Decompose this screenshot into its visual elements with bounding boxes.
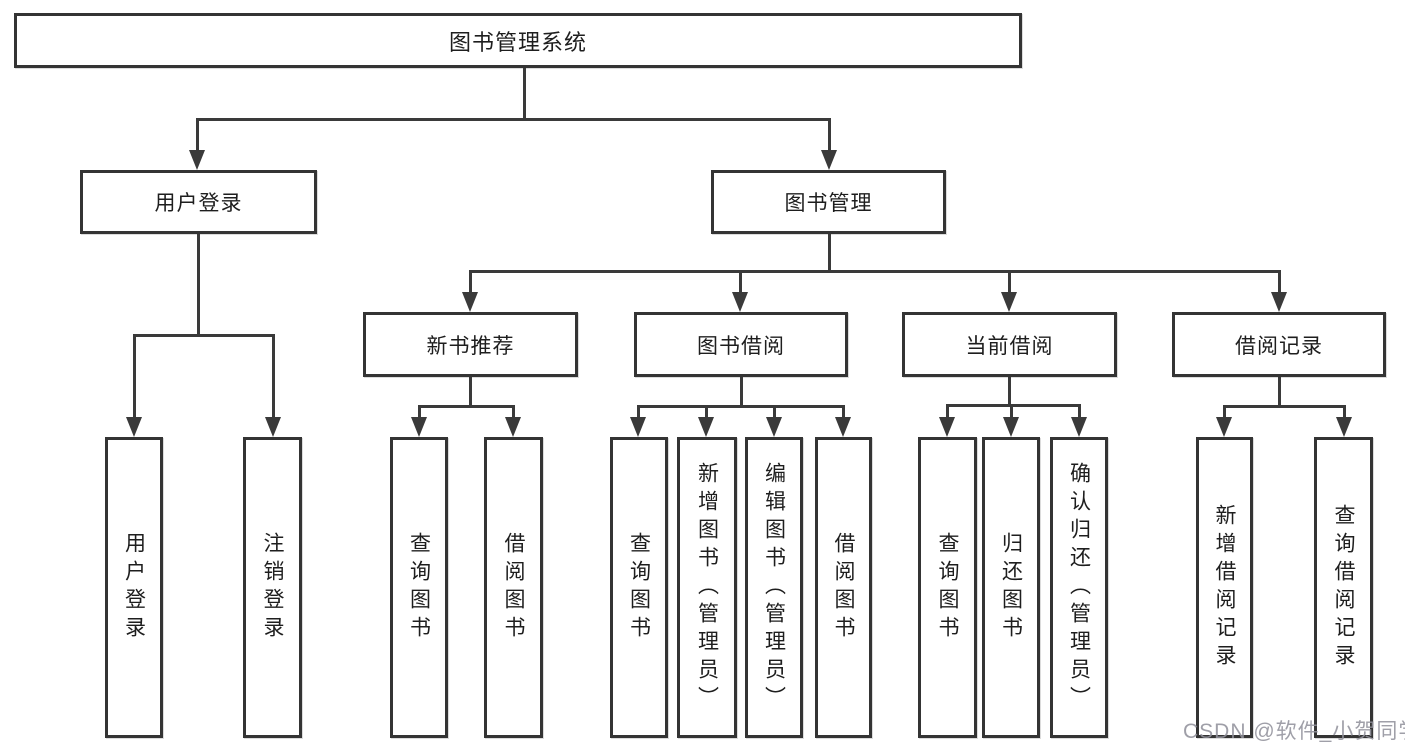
node-leaf-borrow-books-2: 借阅图书 bbox=[815, 437, 872, 738]
node-current-borrowing: 当前借阅 bbox=[902, 312, 1117, 377]
node-leaf-borrow-books-1: 借阅图书 bbox=[484, 437, 543, 738]
node-label: 注销登录 bbox=[261, 531, 284, 644]
arrow-down-icon bbox=[505, 417, 521, 437]
node-label: 编辑图书（管理员） bbox=[762, 461, 786, 714]
connector-bus-book-borrow bbox=[637, 405, 845, 408]
node-label: 查询图书 bbox=[407, 531, 431, 644]
connector-bus-borrow-records bbox=[1223, 405, 1345, 408]
arrow-down-icon bbox=[630, 417, 646, 437]
node-label: 借阅图书 bbox=[832, 531, 855, 644]
node-label: 确认归还（管理员） bbox=[1067, 461, 1091, 714]
node-user-login: 用户登录 bbox=[80, 170, 317, 234]
node-book-management: 图书管理 bbox=[711, 170, 946, 234]
node-leaf-confirm-return-admin: 确认归还（管理员） bbox=[1050, 437, 1108, 738]
connector-drop-user-login bbox=[196, 118, 199, 152]
node-label: 查询图书 bbox=[627, 531, 651, 644]
node-book-borrowing: 图书借阅 bbox=[634, 312, 848, 377]
connector-drop-book-management bbox=[828, 118, 831, 152]
arrow-down-icon bbox=[939, 417, 955, 437]
connector-drop-leaf bbox=[773, 405, 776, 417]
node-label: 用户登录 bbox=[122, 531, 146, 644]
node-leaf-query-books-3: 查询图书 bbox=[918, 437, 977, 738]
connector-bus-user-login bbox=[133, 334, 275, 337]
arrow-down-icon bbox=[1003, 417, 1019, 437]
arrow-down-icon bbox=[821, 150, 837, 170]
connector-drop-leaf bbox=[705, 405, 708, 417]
node-leaf-query-books-1: 查询图书 bbox=[390, 437, 448, 738]
node-label: 借阅记录 bbox=[1235, 334, 1323, 358]
node-label: 当前借阅 bbox=[965, 334, 1054, 358]
node-leaf-edit-book-admin: 编辑图书（管理员） bbox=[745, 437, 803, 738]
arrow-down-icon bbox=[732, 292, 748, 312]
connector-stem-current-borrow bbox=[1008, 377, 1011, 407]
arrow-down-icon bbox=[1271, 292, 1287, 312]
node-borrowing-records: 借阅记录 bbox=[1172, 312, 1386, 377]
connector-drop-leaf bbox=[1078, 404, 1081, 417]
node-book-management-system: 图书管理系统 bbox=[14, 13, 1022, 68]
arrow-down-icon bbox=[1216, 417, 1232, 437]
node-new-book-recommendation: 新书推荐 bbox=[363, 312, 578, 377]
arrow-down-icon bbox=[1001, 292, 1017, 312]
node-label: 归还图书 bbox=[999, 531, 1023, 644]
node-label: 借阅图书 bbox=[502, 531, 525, 644]
node-label: 用户登录 bbox=[154, 192, 243, 215]
node-label: 图书管理系统 bbox=[448, 29, 587, 55]
node-leaf-user-login: 用户登录 bbox=[105, 437, 163, 738]
connector-bus-new-books bbox=[418, 405, 515, 408]
arrow-down-icon bbox=[462, 292, 478, 312]
connector-drop-leaf bbox=[512, 405, 515, 417]
connector-drop-leaf bbox=[1010, 404, 1013, 417]
node-label: 查询借阅记录 bbox=[1332, 503, 1355, 672]
node-leaf-add-borrow-record: 新增借阅记录 bbox=[1196, 437, 1253, 738]
arrow-down-icon bbox=[1071, 417, 1087, 437]
arrow-down-icon bbox=[189, 150, 205, 170]
connector-drop-login-leaf bbox=[133, 334, 136, 417]
connector-stem-new-books bbox=[469, 377, 472, 408]
connector-stem-user-login bbox=[197, 234, 200, 337]
connector-stem-root bbox=[523, 68, 526, 121]
connector-drop-new-books bbox=[469, 270, 472, 292]
connector-bus-book-management bbox=[469, 270, 1281, 273]
connector-stem-borrow-records bbox=[1278, 377, 1281, 408]
node-leaf-return-book: 归还图书 bbox=[982, 437, 1040, 738]
node-leaf-logout: 注销登录 bbox=[243, 437, 302, 738]
node-label: 新书推荐 bbox=[426, 334, 515, 358]
node-label: 图书借阅 bbox=[697, 334, 785, 358]
connector-drop-leaf bbox=[637, 405, 640, 417]
connector-bus-root bbox=[196, 118, 831, 121]
arrow-down-icon bbox=[265, 417, 281, 437]
csdn-watermark: CSDN @软件_小贺同学 bbox=[1183, 720, 1405, 743]
connector-drop-logout-leaf bbox=[272, 334, 275, 417]
node-label: 新增借阅记录 bbox=[1213, 503, 1236, 672]
connector-stem-book-management bbox=[828, 234, 831, 273]
arrow-down-icon bbox=[1336, 417, 1352, 437]
connector-drop-borrow-records bbox=[1278, 270, 1281, 292]
node-leaf-query-books-2: 查询图书 bbox=[610, 437, 668, 738]
connector-drop-leaf bbox=[946, 404, 949, 417]
arrow-down-icon bbox=[126, 417, 142, 437]
arrow-down-icon bbox=[835, 417, 851, 437]
connector-bus-current-borrow bbox=[946, 404, 1080, 407]
node-label: 图书管理 bbox=[784, 192, 873, 215]
connector-drop-leaf bbox=[842, 405, 845, 417]
connector-drop-current-borrow bbox=[1008, 270, 1011, 292]
node-leaf-add-book-admin: 新增图书（管理员） bbox=[677, 437, 737, 738]
node-label: 查询图书 bbox=[936, 531, 959, 644]
node-leaf-query-borrow-record: 查询借阅记录 bbox=[1314, 437, 1373, 738]
connector-drop-leaf bbox=[1343, 405, 1346, 417]
connector-drop-leaf bbox=[418, 405, 421, 417]
connector-drop-leaf bbox=[1223, 405, 1226, 417]
connector-stem-book-borrow bbox=[740, 377, 743, 408]
connector-drop-book-borrow bbox=[739, 270, 742, 292]
arrow-down-icon bbox=[766, 417, 782, 437]
arrow-down-icon bbox=[411, 417, 427, 437]
arrow-down-icon bbox=[698, 417, 714, 437]
node-label: 新增图书（管理员） bbox=[695, 461, 719, 714]
